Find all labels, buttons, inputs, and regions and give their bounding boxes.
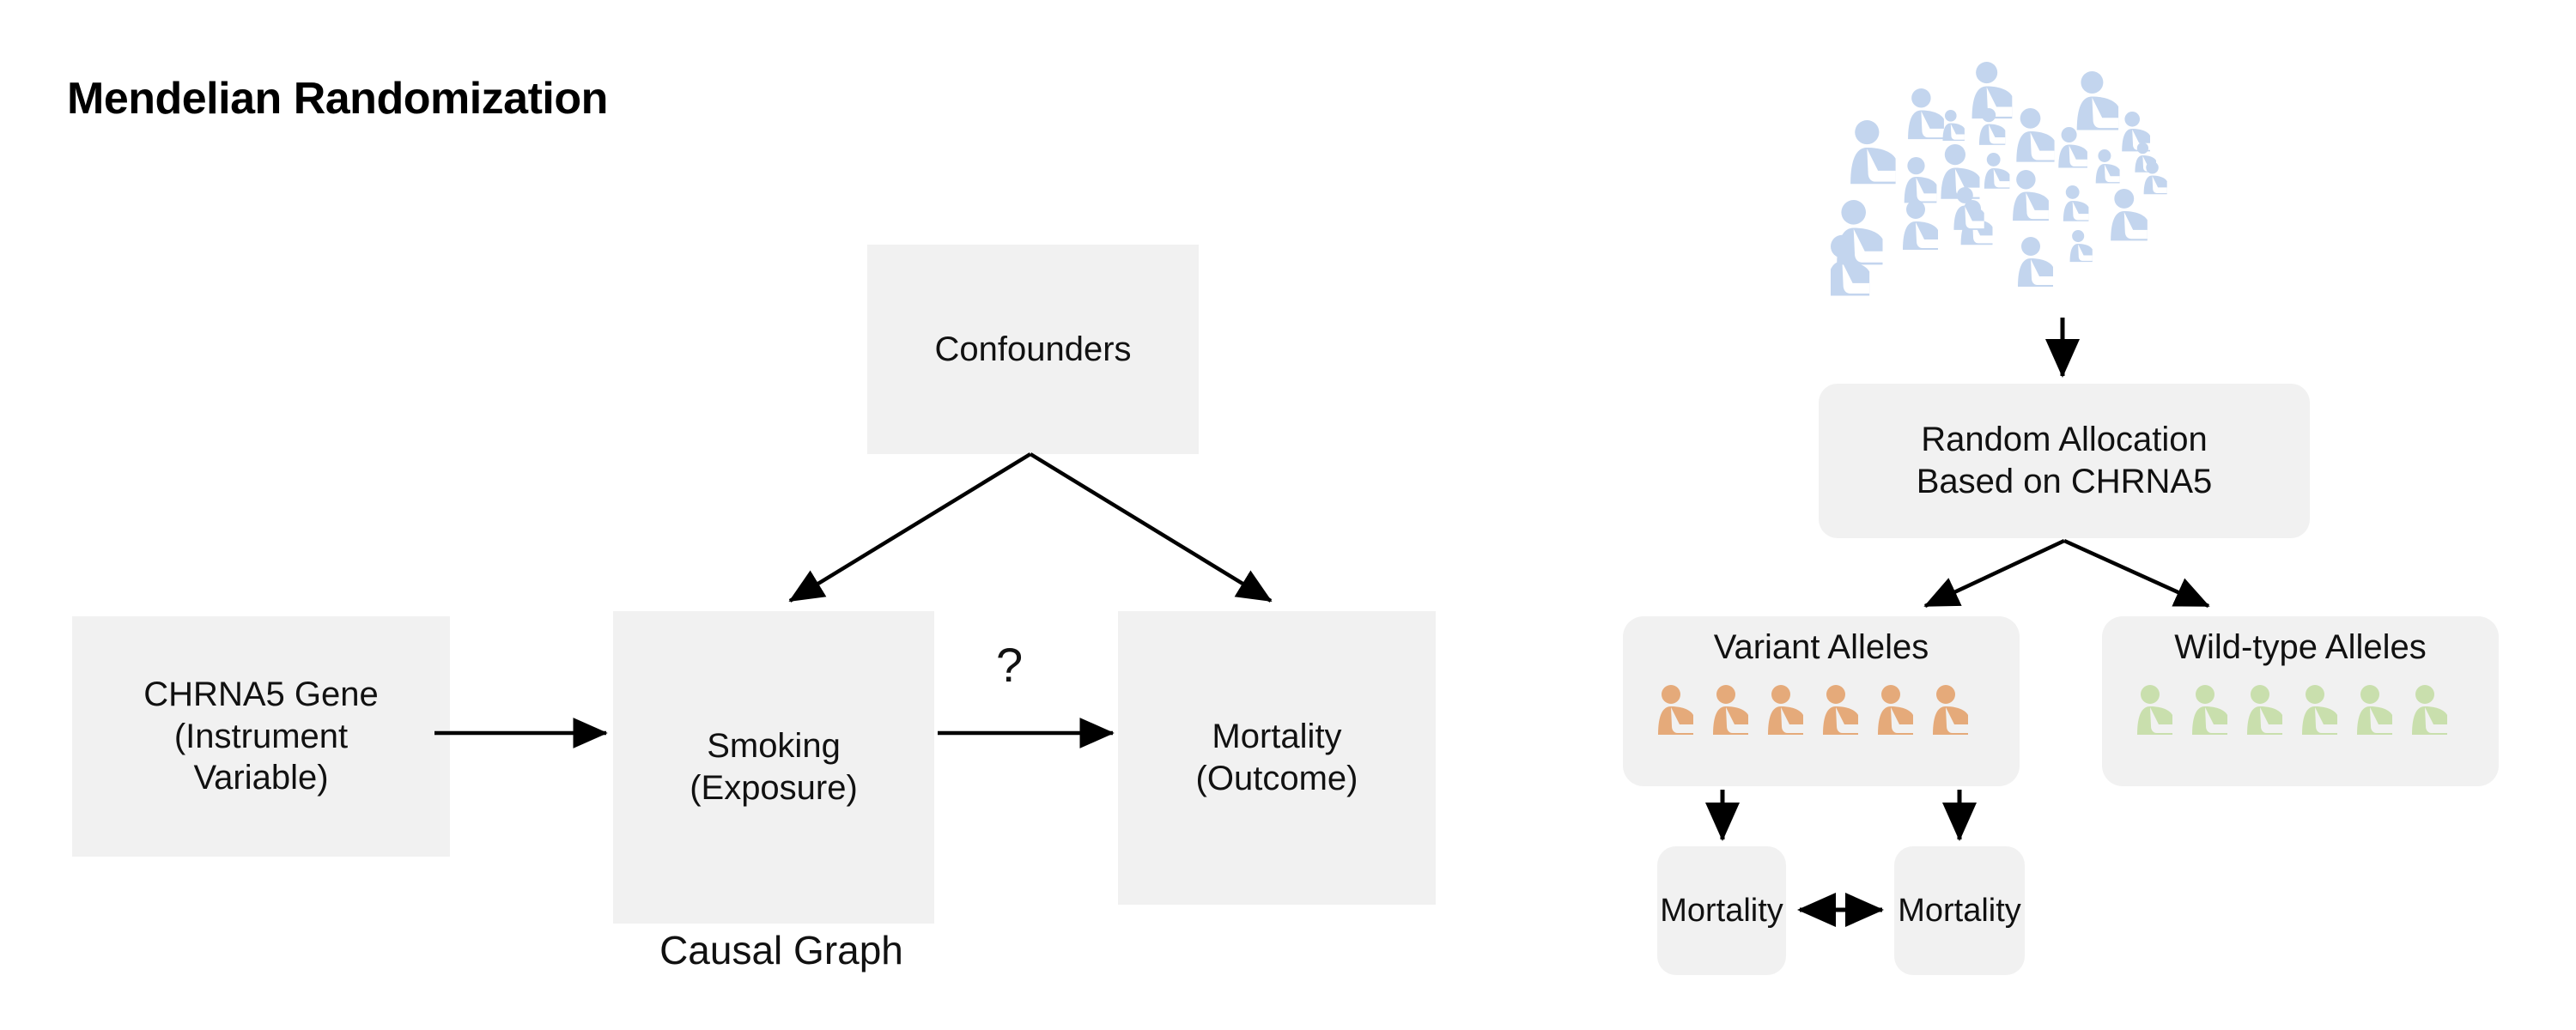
- node-gene-line1: CHRNA5 Gene: [143, 675, 379, 713]
- node-variant-alleles[interactable]: Variant Alleles: [1623, 616, 2020, 786]
- node-confounders[interactable]: Confounders: [867, 245, 1199, 454]
- random-alloc-line1: Random Allocation: [1921, 421, 2208, 459]
- variant-people-svg: [1658, 685, 1968, 735]
- variant-alleles-icon-row: [1623, 673, 2020, 747]
- mortality-variant-label: Mortality: [1660, 892, 1783, 929]
- wildtype-people-svg: [2137, 685, 2447, 735]
- node-wildtype-alleles[interactable]: Wild-type Alleles: [2102, 616, 2499, 786]
- node-exposure-line2: (Exposure): [690, 769, 858, 807]
- node-mortality-wildtype[interactable]: Mortality: [1894, 846, 2025, 975]
- node-confounders-label: Confounders: [934, 330, 1132, 368]
- wildtype-alleles-label: Wild-type Alleles: [2174, 628, 2427, 666]
- wildtype-alleles-icon-row: [2102, 673, 2499, 747]
- mortality-wildtype-label: Mortality: [1898, 892, 2021, 929]
- edge-label-question-mark: ?: [996, 638, 1024, 692]
- node-outcome-line1: Mortality: [1212, 718, 1342, 756]
- arrow-allocation-to-wildtype: [2063, 538, 2210, 609]
- arrow-confounders-to-smoking: [788, 452, 1032, 603]
- page-title: Mendelian Randomization: [67, 74, 608, 124]
- node-mortality-variant[interactable]: Mortality: [1657, 846, 1786, 975]
- node-random-allocation[interactable]: Random Allocation Based on CHRNA5: [1819, 384, 2310, 538]
- arrow-allocation-to-variant: [1923, 538, 2065, 609]
- variant-alleles-label: Variant Alleles: [1713, 628, 1929, 666]
- random-alloc-line2: Based on CHRNA5: [1916, 463, 2213, 500]
- node-smoking-exposure[interactable]: Smoking (Exposure): [613, 611, 934, 924]
- node-mortality-outcome[interactable]: Mortality (Outcome): [1118, 611, 1436, 905]
- causal-graph-caption: Causal Graph: [659, 928, 903, 972]
- node-exposure-line1: Smoking: [707, 727, 841, 766]
- arrow-confounders-to-mortality: [1029, 452, 1273, 603]
- node-chrna5-gene[interactable]: CHRNA5 Gene (Instrument Variable): [72, 616, 450, 857]
- node-gene-line3: Variable): [193, 759, 329, 797]
- crowd-svg: [1831, 62, 2167, 296]
- node-gene-line2: (Instrument: [173, 717, 349, 755]
- population-crowd-icon-group: [1831, 41, 2277, 316]
- node-outcome-line2: (Outcome): [1195, 760, 1358, 797]
